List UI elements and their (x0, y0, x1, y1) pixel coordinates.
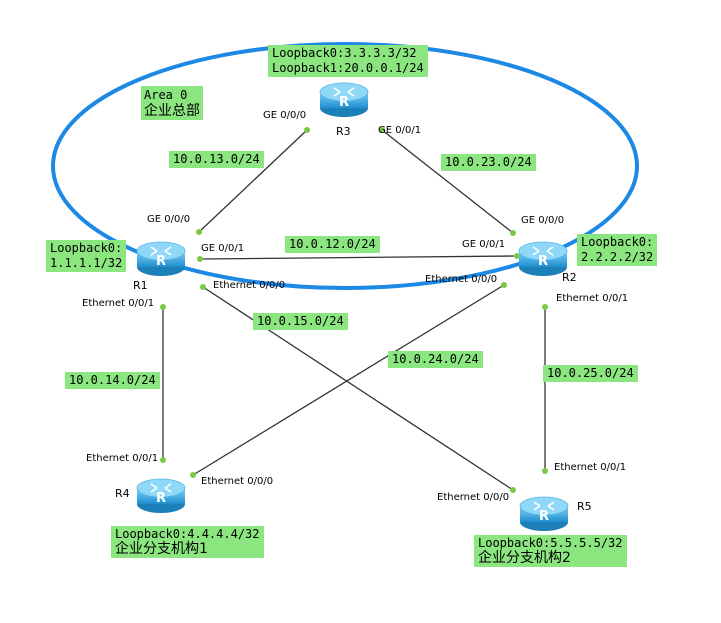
router-r4-name: R4 (115, 487, 130, 500)
links (162, 129, 546, 491)
router-r2-name: R2 (562, 271, 577, 284)
net-r2-r3: 10.0.23.0/24 (441, 154, 536, 171)
net-r2-r5: 10.0.25.0/24 (543, 365, 638, 382)
router-r1-icon[interactable] (136, 241, 186, 277)
router-r5-name: R5 (577, 500, 592, 513)
iface-r2-e000: Ethernet 0/0/0 (425, 274, 497, 285)
port-dot (542, 468, 548, 474)
iface-r5-e000: Ethernet 0/0/0 (437, 492, 509, 503)
r3-loopback0: Loopback0:3.3.3.3/32 (272, 46, 417, 60)
iface-r4-e001: Ethernet 0/0/1 (86, 453, 158, 464)
port-dot (190, 472, 196, 478)
port-dot (542, 304, 548, 310)
port-dot (510, 487, 516, 493)
iface-r3-g000: GE 0/0/0 (263, 110, 306, 121)
r2-loopback-ip: 2.2.2.2/32 (581, 250, 654, 264)
iface-r2-g001: GE 0/0/1 (462, 239, 505, 250)
r5-branch-label: 企业分支机构2 (478, 550, 571, 566)
r2-loopback-label: Loopback0: (581, 235, 654, 249)
port-dot (197, 256, 203, 262)
iface-r2-g000: GE 0/0/0 (521, 215, 564, 226)
link-r1-r2 (199, 255, 518, 260)
port-dot (160, 457, 166, 463)
link-r1-r3 (198, 129, 308, 233)
port-dot (501, 282, 507, 288)
area-name: Area 0 (144, 88, 188, 102)
net-r1-r5: 10.0.15.0/24 (253, 313, 348, 330)
r5-loopback0: Loopback0:5.5.5.5/32 (478, 536, 623, 550)
router-r2-icon[interactable] (518, 241, 568, 277)
port-dot (304, 127, 310, 133)
iface-r1-e000: Ethernet 0/0/0 (213, 280, 285, 291)
area-label: Area 0 企业总部 (141, 86, 203, 120)
port-dot (510, 230, 516, 236)
net-r1-r3: 10.0.13.0/24 (169, 151, 264, 168)
r4-branch-label: 企业分支机构1 (115, 541, 208, 557)
port-dot (196, 229, 202, 235)
r3-loopback-box: Loopback0:3.3.3.3/32 Loopback1:20.0.0.1/… (268, 45, 428, 77)
iface-r5-e001: Ethernet 0/0/1 (554, 462, 626, 473)
link-r2-r4 (192, 284, 505, 476)
iface-r1-g001: GE 0/0/1 (201, 243, 244, 254)
net-r1-r4: 10.0.14.0/24 (65, 372, 160, 389)
router-r1-name: R1 (133, 279, 148, 292)
link-r1-r5 (202, 286, 514, 491)
port-dot (514, 253, 520, 259)
area0-boundary (51, 42, 639, 290)
iface-r1-e001: Ethernet 0/0/1 (82, 298, 154, 309)
r4-loopback-box: Loopback0:4.4.4.4/32 企业分支机构1 (111, 526, 264, 558)
router-r3-icon[interactable] (319, 82, 369, 118)
port-dot (379, 127, 385, 133)
r2-loopback-box: Loopback0: 2.2.2.2/32 (577, 234, 658, 266)
iface-r4-e000: Ethernet 0/0/0 (201, 476, 273, 487)
router-r4-icon[interactable] (136, 478, 186, 514)
link-r2-r3 (381, 129, 514, 234)
r4-loopback0: Loopback0:4.4.4.4/32 (115, 527, 260, 541)
r1-loopback-ip: 1.1.1.1/32 (50, 256, 123, 270)
iface-r3-g001: GE 0/0/1 (378, 125, 421, 136)
r3-loopback1: Loopback1:20.0.0.1/24 (272, 61, 424, 75)
r1-loopback-label: Loopback0: (50, 241, 123, 255)
router-r5-icon[interactable] (519, 496, 569, 532)
iface-r1-g000: GE 0/0/0 (147, 214, 190, 225)
net-r1-r2: 10.0.12.0/24 (285, 236, 380, 253)
router-r3-name: R3 (336, 125, 351, 138)
port-dots (160, 127, 548, 493)
port-dot (200, 284, 206, 290)
port-dot (160, 304, 166, 310)
r5-loopback-box: Loopback0:5.5.5.5/32 企业分支机构2 (474, 535, 627, 567)
r1-loopback-box: Loopback0: 1.1.1.1/32 (46, 240, 127, 272)
iface-r2-e001: Ethernet 0/0/1 (556, 293, 628, 304)
net-r2-r4: 10.0.24.0/24 (388, 351, 483, 368)
area-title: 企业总部 (144, 103, 200, 119)
